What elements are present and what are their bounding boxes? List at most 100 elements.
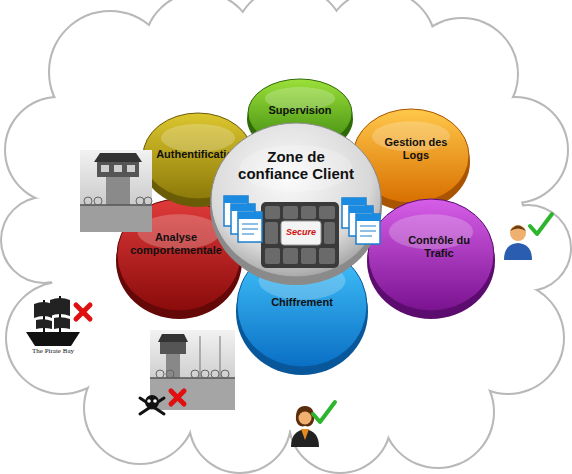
user-icon (504, 225, 532, 260)
keyboard-illustration (265, 206, 280, 219)
petal-label: Gestion des Logs (380, 136, 452, 161)
forbidden-cross (76, 305, 90, 319)
prison-photo (220, 336, 221, 378)
petal-label: Contrôle du Trafic (401, 234, 477, 259)
prison-photo (166, 370, 174, 378)
traffic-petal: Contrôle du Trafic (365, 194, 497, 320)
forbidden-cross (76, 305, 90, 319)
prison-photo (156, 370, 164, 378)
pirate-ship-logo (36, 319, 52, 329)
pirate-ship-logo (26, 296, 80, 346)
document-icons (360, 231, 376, 232)
document-icons (242, 234, 254, 235)
forbidden-cross (76, 305, 90, 319)
prison-photo (80, 205, 152, 232)
prison-photo (97, 162, 139, 177)
pirate-ship-logo (34, 302, 52, 318)
user-icon (510, 226, 526, 232)
cloud-outline (463, 98, 567, 202)
prison-photo (114, 165, 122, 172)
forbidden-cross (171, 391, 184, 404)
key-caption: Secure (281, 227, 321, 237)
prison-photo (94, 153, 142, 162)
shape-highlight (161, 124, 235, 152)
keyboard-illustration (324, 222, 335, 244)
shape-face (248, 79, 352, 147)
document-icons (360, 226, 376, 227)
skull-icon (147, 399, 151, 403)
keyboard-illustration (261, 202, 339, 268)
cloud-outline (383, 357, 493, 467)
prison-photo (84, 197, 92, 205)
cloud-outline (7, 283, 117, 393)
prison-photo (211, 370, 219, 378)
prison-photo (101, 165, 109, 172)
cloud-outline (290, 372, 390, 472)
prison-photo (201, 370, 209, 378)
user-icon (291, 406, 319, 447)
hub-title: Zone de confiance Client (234, 148, 358, 183)
pirate-ship-logo (26, 332, 80, 346)
logo-caption: The Pirate Bay (18, 347, 88, 355)
keyboard-illustration (301, 206, 316, 219)
prison-photo (127, 165, 135, 172)
cloud-fill (290, 372, 390, 472)
forbidden-cross (171, 391, 184, 404)
prison-photo (200, 336, 201, 378)
keyboard-illustration (261, 202, 339, 268)
prison-photo (221, 370, 229, 378)
shape-face (143, 113, 253, 199)
cloud-outline (2, 198, 86, 282)
prison-photo (144, 197, 152, 205)
keyboard-illustration (283, 206, 298, 219)
prison-photo (150, 378, 235, 410)
shape-face (237, 245, 367, 367)
cloud-fill (2, 198, 86, 282)
shape-face (368, 199, 494, 311)
prison-photo (80, 150, 152, 232)
shape-face (353, 109, 469, 203)
keyboard-illustration (265, 222, 278, 244)
keyboard-illustration (281, 221, 321, 245)
document-icons (242, 224, 258, 225)
petal-label: Analyse comportementale (120, 231, 232, 256)
prison-photo (158, 334, 188, 342)
approved-check (530, 214, 552, 234)
shape-face (211, 123, 381, 277)
keyboard-illustration (301, 248, 316, 264)
prison-photo (160, 342, 186, 354)
document-icons (231, 204, 255, 211)
forbidden-cross (171, 391, 184, 404)
cloud-fill (463, 98, 567, 202)
user-icon (510, 225, 526, 241)
keyboard-illustration (283, 248, 298, 264)
cloud-outline (486, 206, 570, 290)
cloud-fill (486, 206, 570, 290)
prison-photo (80, 150, 152, 232)
pirate-ship-logo (54, 317, 70, 329)
approved-check (313, 402, 335, 422)
keyboard-illustration (319, 206, 335, 219)
prison-photo (94, 197, 102, 205)
user-icon (301, 429, 309, 440)
cloud-fill (7, 283, 117, 393)
keyboard-illustration (265, 248, 280, 264)
prison-photo (136, 197, 144, 205)
user-icon (291, 429, 319, 447)
user-icon (299, 412, 312, 425)
prison-photo (191, 370, 199, 378)
document-icons (238, 212, 262, 242)
document-icons (238, 212, 262, 219)
petal-label: Supervision (250, 104, 350, 117)
keyboard-illustration (319, 248, 335, 264)
cloud-fill (383, 357, 493, 467)
document-icons (242, 229, 258, 230)
petal-label: Chiffrement (244, 296, 360, 309)
document-icons (360, 236, 372, 237)
document-icons (342, 198, 366, 205)
shape-face (117, 199, 241, 311)
user-icon (504, 243, 532, 260)
